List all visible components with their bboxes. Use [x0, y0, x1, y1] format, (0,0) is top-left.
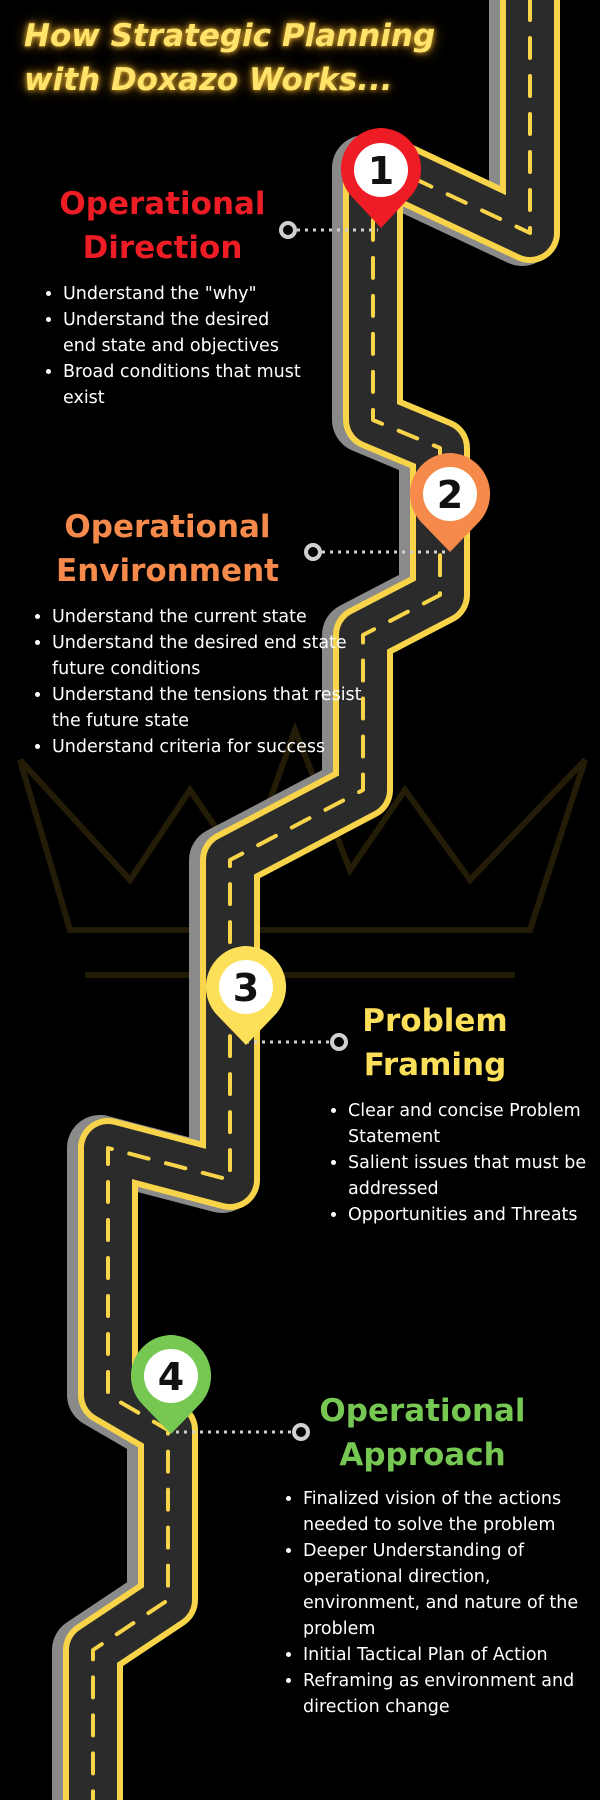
- list-item: Understand the "why": [63, 281, 303, 307]
- step-1-number: 1: [368, 149, 394, 193]
- step-2-number: 2: [437, 473, 463, 517]
- step-4-title: Operational Approach: [305, 1389, 540, 1477]
- connector-4: [176, 1423, 310, 1441]
- crown-icon: [17, 721, 588, 978]
- list-item: Understand the current state: [52, 604, 362, 630]
- list-item: Reframing as environment and direction c…: [303, 1668, 600, 1720]
- connector-2: [304, 543, 446, 561]
- list-item: Understand the tensions that resist the …: [52, 682, 362, 734]
- step-3-pin: 3: [205, 946, 287, 1045]
- list-item: Opportunities and Threats: [348, 1202, 600, 1228]
- step-3-bullets: Clear and concise Problem Statement Sali…: [326, 1098, 600, 1228]
- connectors: [176, 221, 446, 1441]
- step-1-title: Operational Direction: [40, 182, 285, 270]
- connector-3: [246, 1033, 348, 1051]
- step-1-title-line-1: Operational: [59, 186, 266, 222]
- step-3-title-line-1: Problem: [362, 1003, 508, 1039]
- list-item: Deeper Understanding of operational dire…: [303, 1538, 600, 1642]
- step-1-bullets: Understand the "why" Understand the desi…: [41, 281, 303, 411]
- list-item: Understand criteria for success: [52, 734, 362, 760]
- list-item: Broad conditions that must exist: [63, 359, 303, 411]
- connector-1: [279, 221, 378, 239]
- step-2-bullets: Understand the current state Understand …: [30, 604, 362, 760]
- step-1-title-line-2: Direction: [82, 230, 243, 266]
- step-3-title-line-2: Framing: [363, 1047, 507, 1083]
- page-title: How Strategic Planning with Doxazo Works…: [24, 14, 484, 102]
- list-item: Salient issues that must be addressed: [348, 1150, 600, 1202]
- step-4-title-line-1: Operational: [319, 1393, 526, 1429]
- step-3-title: Problem Framing: [335, 999, 535, 1087]
- step-2-title: Operational Environment: [30, 505, 305, 593]
- list-item: Initial Tactical Plan of Action: [303, 1642, 600, 1668]
- step-1-pin: 1: [340, 128, 422, 228]
- step-2-title-line-1: Operational: [64, 509, 271, 545]
- list-item: Understand the desired end state and obj…: [63, 307, 303, 359]
- step-4-number: 4: [158, 1355, 184, 1399]
- step-2-title-line-2: Environment: [56, 553, 279, 589]
- page-title-line-1: How Strategic Planning: [24, 18, 436, 54]
- step-2-pin: 2: [409, 453, 491, 552]
- list-item: Clear and concise Problem Statement: [348, 1098, 600, 1150]
- page-title-line-2: with Doxazo Works...: [24, 62, 393, 98]
- step-4-title-line-2: Approach: [339, 1437, 506, 1473]
- list-item: Understand the desired end state future …: [52, 630, 362, 682]
- list-item: Finalized vision of the actions needed t…: [303, 1486, 600, 1538]
- step-4-pin: 4: [130, 1335, 212, 1434]
- step-4-bullets: Finalized vision of the actions needed t…: [281, 1486, 600, 1720]
- step-3-number: 3: [233, 966, 259, 1010]
